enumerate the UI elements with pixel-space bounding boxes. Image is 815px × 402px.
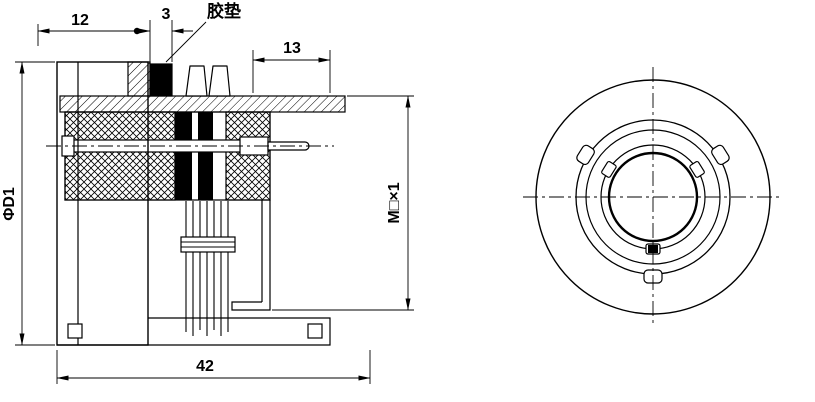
shell-wall bbox=[231, 200, 271, 311]
dimension-3: 3 bbox=[129, 6, 193, 62]
dim-13-text: 13 bbox=[283, 40, 301, 57]
rubber-gasket bbox=[149, 63, 173, 97]
leader-line bbox=[165, 21, 207, 63]
dimensions: 12 3 胶垫 13 ΦD1 M□×1 bbox=[1, 1, 414, 384]
bayonet-tab bbox=[576, 144, 595, 166]
jam-nut bbox=[185, 65, 208, 97]
dim-42-text: 42 bbox=[196, 358, 214, 375]
insulator-right bbox=[225, 111, 271, 201]
dimension-13: 13 bbox=[252, 40, 331, 93]
bayonet-slot bbox=[689, 161, 705, 178]
mounting-foot bbox=[307, 323, 323, 339]
dim-12-text: 12 bbox=[71, 12, 89, 29]
dim-d1-text: ΦD1 bbox=[1, 187, 18, 221]
dimension-mounting-thread: M□×1 bbox=[272, 95, 414, 311]
dimension-42: 42 bbox=[56, 350, 371, 384]
dim-3-text: 3 bbox=[162, 6, 171, 23]
bayonet-slot bbox=[601, 161, 617, 178]
end-view bbox=[523, 67, 783, 327]
dimension-12: 12 bbox=[37, 12, 141, 46]
wire-bundle bbox=[185, 201, 229, 336]
bayonet-tab bbox=[711, 144, 730, 166]
mounting-foot bbox=[67, 323, 83, 339]
cable-clamp bbox=[180, 236, 236, 253]
gasket-label: 胶垫 bbox=[207, 1, 241, 22]
section-view bbox=[46, 61, 346, 346]
jam-nut bbox=[208, 65, 231, 97]
bottom-skirt bbox=[57, 317, 331, 346]
insulator-left bbox=[64, 111, 176, 201]
dimension-flange-diameter: ΦD1 bbox=[1, 61, 55, 346]
gasket-callout: 胶垫 bbox=[165, 1, 241, 63]
bayonet-lug-upper-right bbox=[689, 144, 730, 178]
panel-plate bbox=[59, 95, 346, 113]
bayonet-lug-upper-left bbox=[576, 144, 617, 178]
seal-left bbox=[175, 112, 192, 200]
dim-thread-text: M□×1 bbox=[386, 182, 403, 223]
flange-boss bbox=[127, 61, 151, 97]
seal-right bbox=[198, 112, 213, 200]
